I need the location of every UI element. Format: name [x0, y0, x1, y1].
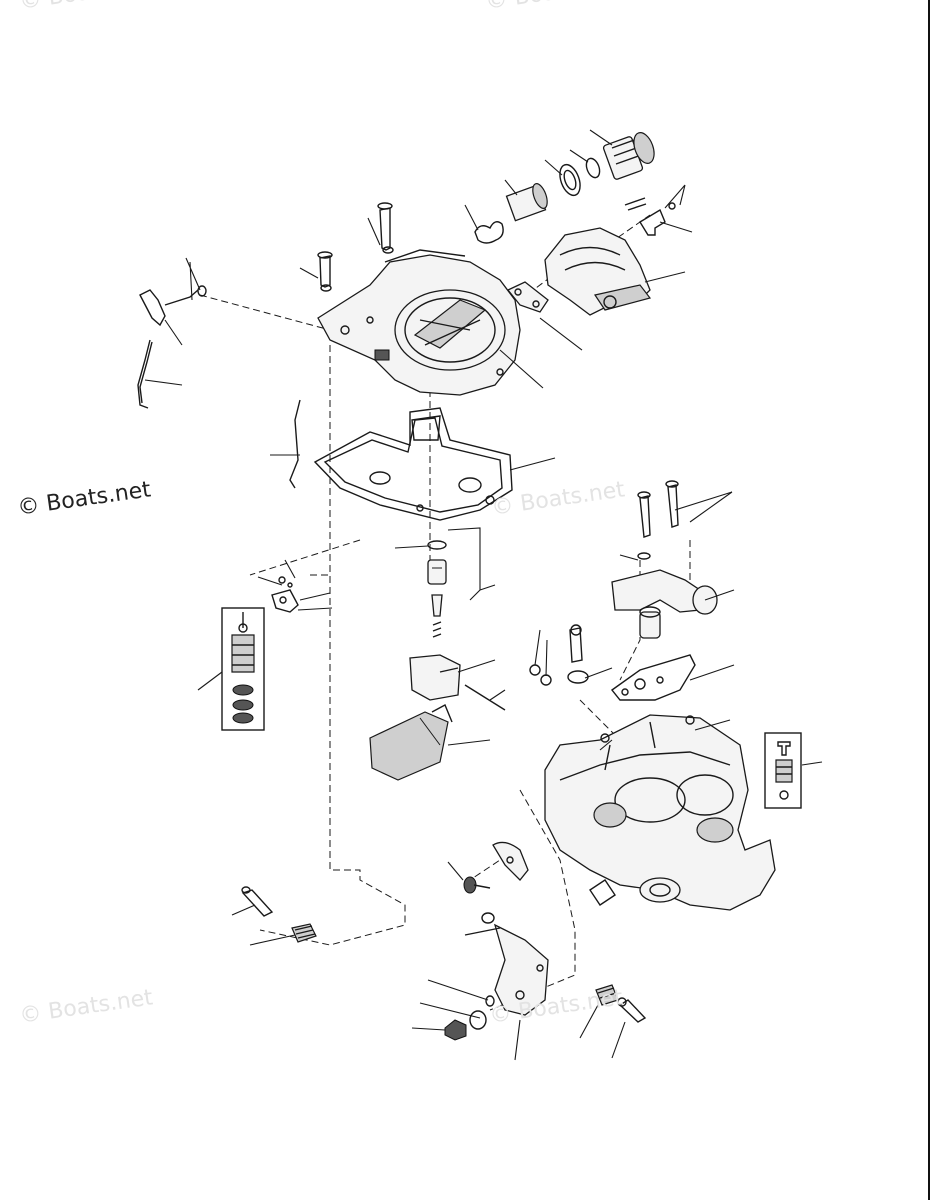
air-horn-screws [317, 202, 394, 292]
choke-lever-parts [624, 197, 676, 236]
callout-leader-lines [144, 129, 823, 1061]
pump-kit-box-left [221, 607, 265, 731]
needle-seat-float-parts [369, 540, 506, 781]
main-jets [529, 624, 589, 686]
fuel-inlet-filter-parts [474, 132, 655, 244]
air-horn-assembly [317, 249, 521, 396]
pump-lever-assembly [611, 480, 718, 639]
choke-housing [506, 227, 652, 316]
page-border [928, 0, 930, 1200]
air-horn-gasket [313, 407, 513, 521]
pump-kit-box-right [764, 732, 802, 809]
choke-rod-linkage [137, 285, 301, 489]
throttle-parts [241, 841, 647, 1041]
pump-link-parts [271, 576, 299, 613]
metering-plate [610, 654, 696, 701]
float-bowl-body [544, 714, 776, 911]
